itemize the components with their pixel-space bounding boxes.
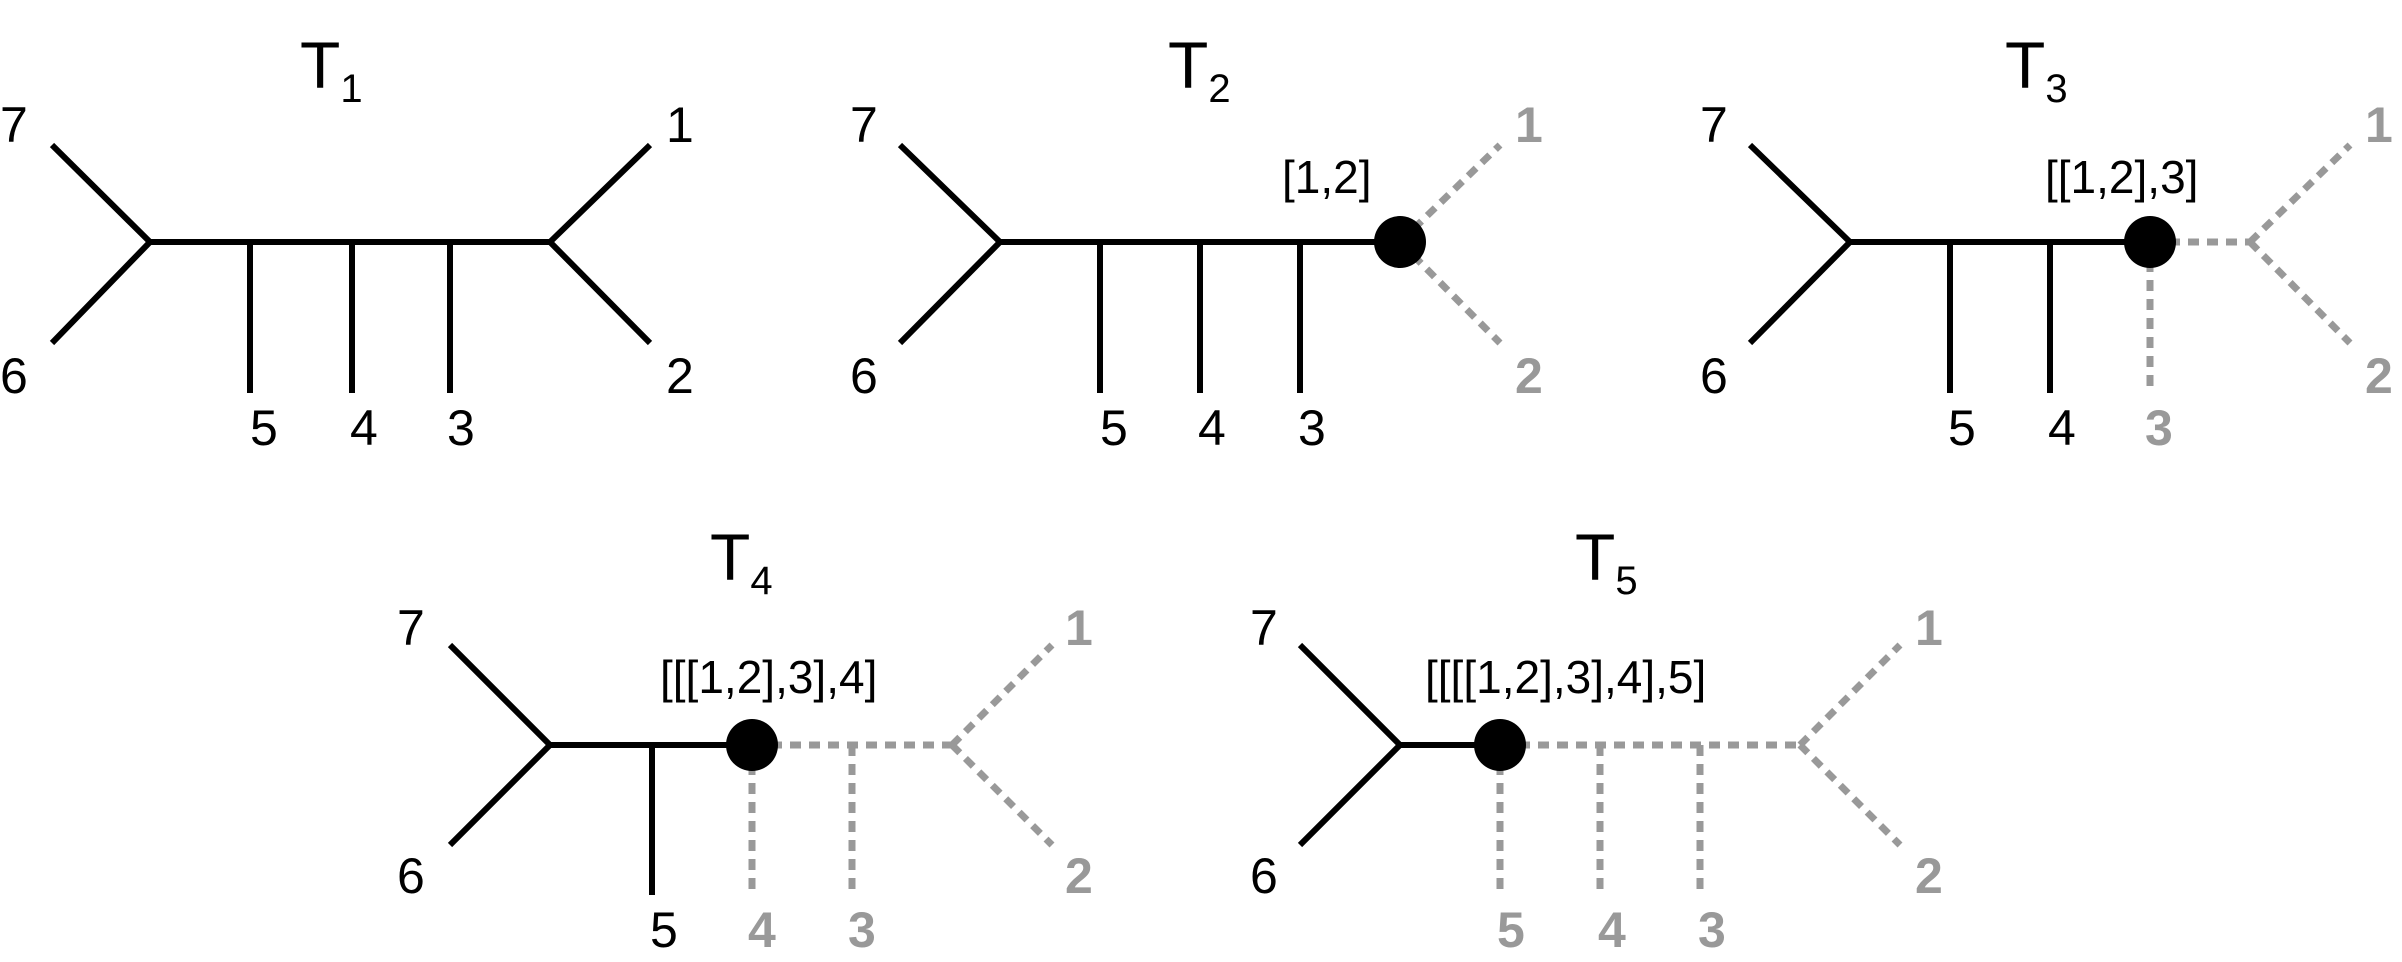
t4-leaf-4: 4 (748, 902, 776, 958)
tree-t5-title-subscript: 5 (1615, 559, 1637, 603)
t4-leaf-1: 1 (1065, 600, 1093, 656)
t1-branch-7 (49, 142, 153, 245)
t1-leaf-5: 5 (250, 400, 278, 456)
tree-t4-title: T4 (710, 520, 773, 603)
t5-leaf-4: 4 (1598, 902, 1626, 958)
tree-t2: T2 [1,2] 7 6 5 4 3 1 2 (850, 28, 1543, 456)
tree-t1-title-subscript: 1 (340, 67, 362, 111)
t5-node-label: [[[[1,2],3],4],5] (1425, 651, 1706, 703)
t1-branch-6 (49, 239, 153, 346)
t3-leaf-2: 2 (2365, 348, 2393, 404)
t2-leaf-4: 4 (1198, 400, 1226, 456)
tree-t1: T1 7 6 5 4 3 1 2 (0, 28, 694, 456)
tree-t2-title-subscript: 2 (1208, 67, 1230, 111)
t1-leaf-7: 7 (0, 97, 28, 153)
t3-collapsed-node (2124, 216, 2176, 268)
t5-collapsed-branch-1 (1797, 642, 1903, 748)
t2-node-label: [1,2] (1282, 151, 1372, 203)
tree-t3-title-subscript: 3 (2045, 67, 2067, 111)
t2-branch-6 (897, 239, 1003, 346)
tree-t4: T4 [[[1,2],3],4] 7 6 5 4 3 1 2 (397, 520, 1093, 958)
t5-collapsed-branch-2 (1797, 742, 1903, 848)
tree-t4-title-letter: T (710, 520, 750, 594)
t3-branch-7 (1747, 142, 1853, 245)
t1-branch-1 (547, 142, 653, 245)
t5-branch-7 (1297, 642, 1403, 748)
t3-leaf-3: 3 (2145, 400, 2173, 456)
t4-collapsed-node (726, 719, 778, 771)
tree-t3: T3 [[1,2],3] 7 6 5 4 3 1 2 (1700, 28, 2393, 456)
t4-collapsed-branch-2 (949, 742, 1055, 848)
t4-leaf-2: 2 (1065, 848, 1093, 904)
t3-leaf-6: 6 (1700, 348, 1728, 404)
t3-collapsed-branch-2 (2247, 239, 2353, 346)
tree-t2-title-letter: T (1168, 28, 1208, 102)
t5-branch-6 (1297, 742, 1403, 848)
t4-leaf-3: 3 (848, 902, 876, 958)
t3-collapsed-branch-1 (2247, 142, 2353, 245)
tree-t5-title-letter: T (1575, 520, 1615, 594)
tree-t3-title: T3 (2005, 28, 2068, 111)
t3-leaf-4: 4 (2048, 400, 2076, 456)
t1-leaf-1: 1 (666, 97, 694, 153)
tree-t1-title: T1 (300, 28, 363, 111)
t4-branch-6 (447, 742, 553, 848)
t4-collapsed-branch-1 (949, 642, 1055, 748)
t5-leaf-1: 1 (1915, 600, 1943, 656)
t4-leaf-7: 7 (397, 600, 425, 656)
t4-leaf-5: 5 (650, 902, 678, 958)
t3-branch-6 (1747, 239, 1853, 346)
tree-t1-title-letter: T (300, 28, 340, 102)
t2-leaf-3: 3 (1298, 400, 1326, 456)
t5-collapsed-node (1474, 719, 1526, 771)
t5-leaf-5: 5 (1497, 902, 1525, 958)
t3-node-label: [[1,2],3] (2045, 151, 2198, 203)
t2-leaf-7: 7 (850, 97, 878, 153)
t4-node-label: [[[1,2],3],4] (660, 651, 877, 703)
t1-branch-2 (547, 239, 653, 346)
t5-leaf-7: 7 (1250, 600, 1278, 656)
t5-leaf-3: 3 (1698, 902, 1726, 958)
t2-leaf-2: 2 (1515, 348, 1543, 404)
tree-t4-title-subscript: 4 (750, 559, 772, 603)
t2-collapsed-node (1374, 216, 1426, 268)
tree-t5-title: T5 (1575, 520, 1638, 603)
t4-leaf-6: 6 (397, 848, 425, 904)
tree-t5: T5 [[[[1,2],3],4],5] 7 6 5 4 3 1 2 (1250, 520, 1943, 958)
t2-leaf-6: 6 (850, 348, 878, 404)
t2-leaf-1: 1 (1515, 97, 1543, 153)
t1-leaf-2: 2 (666, 348, 694, 404)
tree-t3-title-letter: T (2005, 28, 2045, 102)
t4-branch-7 (447, 642, 553, 748)
tree-t2-title: T2 (1168, 28, 1231, 111)
t2-leaf-5: 5 (1100, 400, 1128, 456)
t1-leaf-6: 6 (0, 348, 28, 404)
t2-branch-7 (897, 142, 1003, 245)
t1-leaf-3: 3 (447, 400, 475, 456)
t1-leaf-4: 4 (350, 400, 378, 456)
t5-leaf-2: 2 (1915, 848, 1943, 904)
t5-leaf-6: 6 (1250, 848, 1278, 904)
t3-leaf-1: 1 (2365, 97, 2393, 153)
t3-leaf-5: 5 (1948, 400, 1976, 456)
t3-leaf-7: 7 (1700, 97, 1728, 153)
